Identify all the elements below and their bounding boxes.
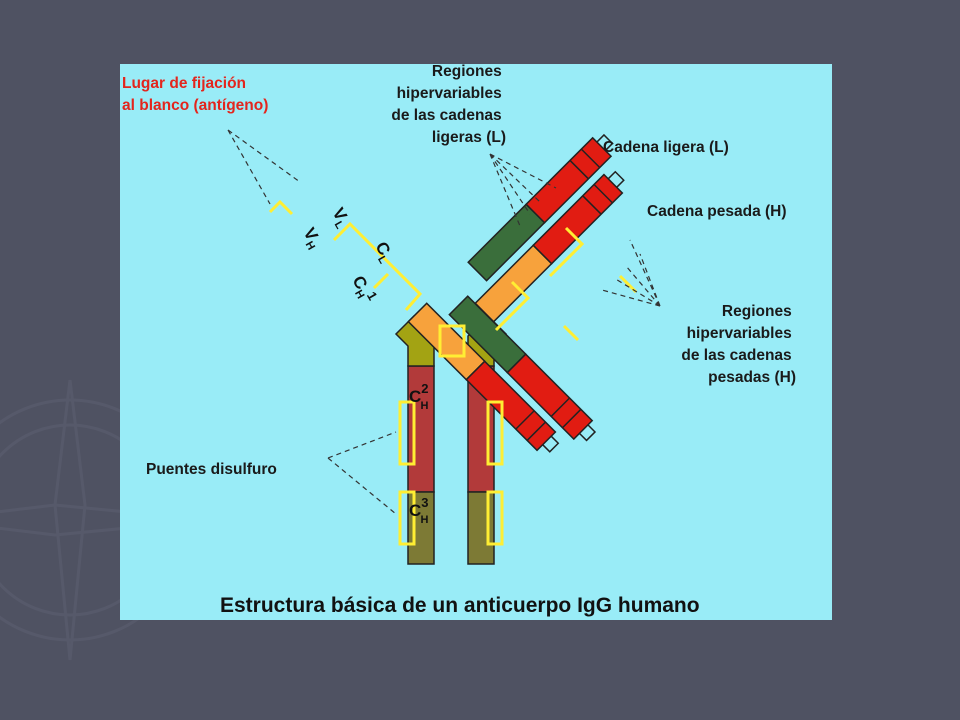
disulfide-ch3-left bbox=[398, 490, 416, 546]
disulfide-bridges bbox=[268, 199, 638, 546]
disulfide-ch3-right bbox=[486, 490, 504, 546]
light-hypervariable-label: Regiones hipervariables de las cadenas l… bbox=[391, 64, 506, 146]
vh-left-label: VH bbox=[297, 225, 326, 253]
vl-left-label: VL bbox=[326, 205, 354, 232]
left-arm-light-chain bbox=[448, 295, 597, 442]
disulfide-left-arm bbox=[268, 199, 423, 311]
stem-left bbox=[407, 365, 435, 565]
vl-right-segments bbox=[569, 133, 614, 180]
vh-left-segments bbox=[515, 410, 560, 453]
light-chain-label: Cadena ligera (L) bbox=[603, 139, 729, 156]
heavy-hypervariable-label: Regiones hipervariables de las cadenas p… bbox=[681, 303, 796, 386]
leader-lines bbox=[227, 129, 661, 515]
ch3-right bbox=[467, 491, 495, 565]
disulfide-hinge bbox=[438, 324, 466, 358]
leader-binding-site bbox=[227, 129, 301, 205]
vl-right bbox=[525, 136, 613, 224]
ch3-left bbox=[407, 491, 435, 565]
leader-light-hypervariable bbox=[489, 153, 557, 227]
disulfide-bridges-label: Puentes disulfuro bbox=[146, 461, 277, 478]
right-arm-light-chain bbox=[467, 133, 614, 282]
leader-disulfide bbox=[327, 431, 397, 515]
disulfide-ch2-right bbox=[486, 400, 504, 466]
vl-left-segments bbox=[550, 397, 597, 442]
vh-right bbox=[532, 173, 624, 265]
disulfide-ch2-left bbox=[398, 400, 416, 466]
figure-caption: Estructura básica de un anticuerpo IgG h… bbox=[220, 594, 700, 617]
vl-left bbox=[506, 353, 594, 441]
binding-site-label: Lugar de fijación al blanco (antígeno) bbox=[122, 75, 268, 114]
leader-heavy-hypervariable bbox=[601, 239, 661, 307]
ch2-left bbox=[407, 365, 435, 493]
ch1-left-label: CH1 bbox=[346, 272, 381, 308]
disulfide-right-arm bbox=[494, 226, 638, 342]
heavy-chain-label: Cadena pesada (H) bbox=[647, 203, 787, 220]
cl-left-label: CL bbox=[369, 239, 398, 267]
vh-right-segments bbox=[582, 170, 625, 215]
